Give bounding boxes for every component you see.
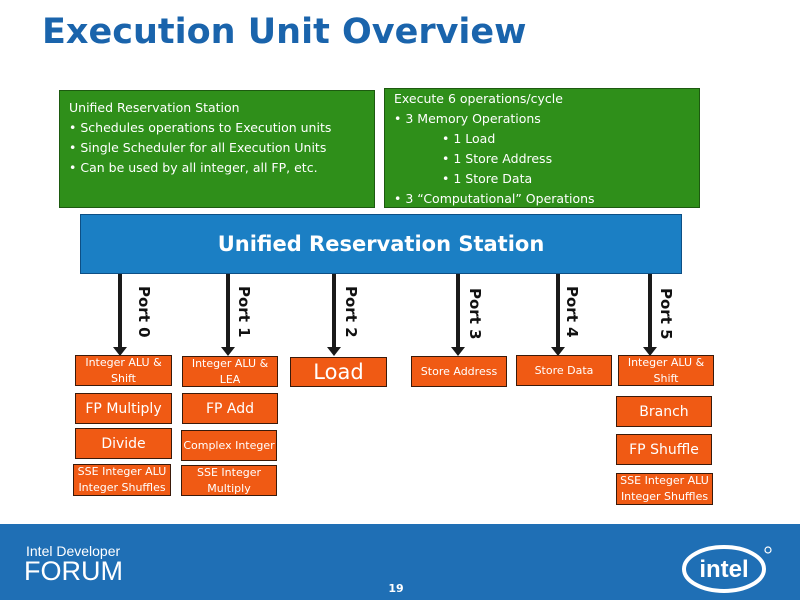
- info-bullet: • 3 “Computational” Operations: [394, 191, 595, 206]
- port-1-arrow: [221, 274, 235, 356]
- unit-load: Load: [290, 357, 387, 387]
- port-3-arrow: [451, 274, 465, 356]
- unit-branch: Branch: [616, 396, 712, 427]
- unit-fp-shuffle: FP Shuffle: [616, 434, 712, 465]
- port-1-label: Port 1: [235, 286, 253, 338]
- unit-fp-multiply: FP Multiply: [75, 393, 172, 424]
- port-2-arrow: [327, 274, 341, 356]
- brand-line-1: Intel Developer: [26, 543, 121, 559]
- info-heading: Unified Reservation Station: [69, 100, 240, 115]
- port-0-label: Port 0: [135, 286, 153, 338]
- page-number: 19: [388, 582, 404, 595]
- intel-logo: intel: [682, 545, 772, 593]
- port-5-arrow: [643, 274, 657, 356]
- unit-complex-integer: Complex Integer: [181, 430, 277, 461]
- port-3-label: Port 3: [466, 288, 484, 340]
- info-bullet: • 3 Memory Operations: [394, 111, 541, 126]
- info-heading: Execute 6 operations/cycle: [394, 91, 563, 106]
- unit-sse-integer-multiply: SSE Integer Multiply: [181, 465, 277, 496]
- port-2-label: Port 2: [342, 286, 360, 338]
- info-bullet: • Schedules operations to Execution unit…: [69, 120, 332, 135]
- unit-sse-integer-alu-shuffles: SSE Integer ALU Integer Shuffles: [73, 464, 171, 496]
- port-4-arrow: [551, 274, 565, 356]
- info-sub-bullet: • 1 Load: [442, 131, 496, 146]
- unit-store-data: Store Data: [516, 355, 612, 386]
- info-box-execute-ops: Execute 6 operations/cycle • 3 Memory Op…: [384, 88, 700, 208]
- info-sub-bullet: • 1 Store Data: [442, 171, 533, 186]
- unit-sse-integer-alu-shuffles-p5: SSE Integer ALU Integer Shuffles: [616, 473, 713, 505]
- brand-line-2: FORUM: [24, 556, 123, 586]
- intel-logo-text: intel: [699, 556, 748, 583]
- unit-integer-alu-shift: Integer ALU & Shift: [75, 355, 172, 386]
- info-sub-bullet: • 1 Store Address: [442, 151, 553, 166]
- port-5-label: Port 5: [657, 288, 675, 340]
- reservation-station-bar: Unified Reservation Station: [80, 214, 682, 274]
- footer-bar: [0, 524, 800, 600]
- unit-integer-alu-shift-p5: Integer ALU & Shift: [618, 355, 714, 386]
- station-label: Unified Reservation Station: [217, 232, 545, 256]
- unit-fp-add: FP Add: [182, 393, 278, 424]
- slide-title: Execution Unit Overview: [42, 12, 527, 52]
- info-bullet: • Can be used by all integer, all FP, et…: [69, 160, 318, 175]
- port-4-label: Port 4: [563, 286, 581, 338]
- unit-divide: Divide: [75, 428, 172, 459]
- port-0-arrow: [113, 274, 127, 356]
- info-bullet: • Single Scheduler for all Execution Uni…: [69, 140, 327, 155]
- info-box-reservation-station: Unified Reservation Station • Schedules …: [59, 90, 375, 208]
- unit-store-address: Store Address: [411, 356, 507, 387]
- unit-integer-alu-lea: Integer ALU & LEA: [182, 356, 278, 387]
